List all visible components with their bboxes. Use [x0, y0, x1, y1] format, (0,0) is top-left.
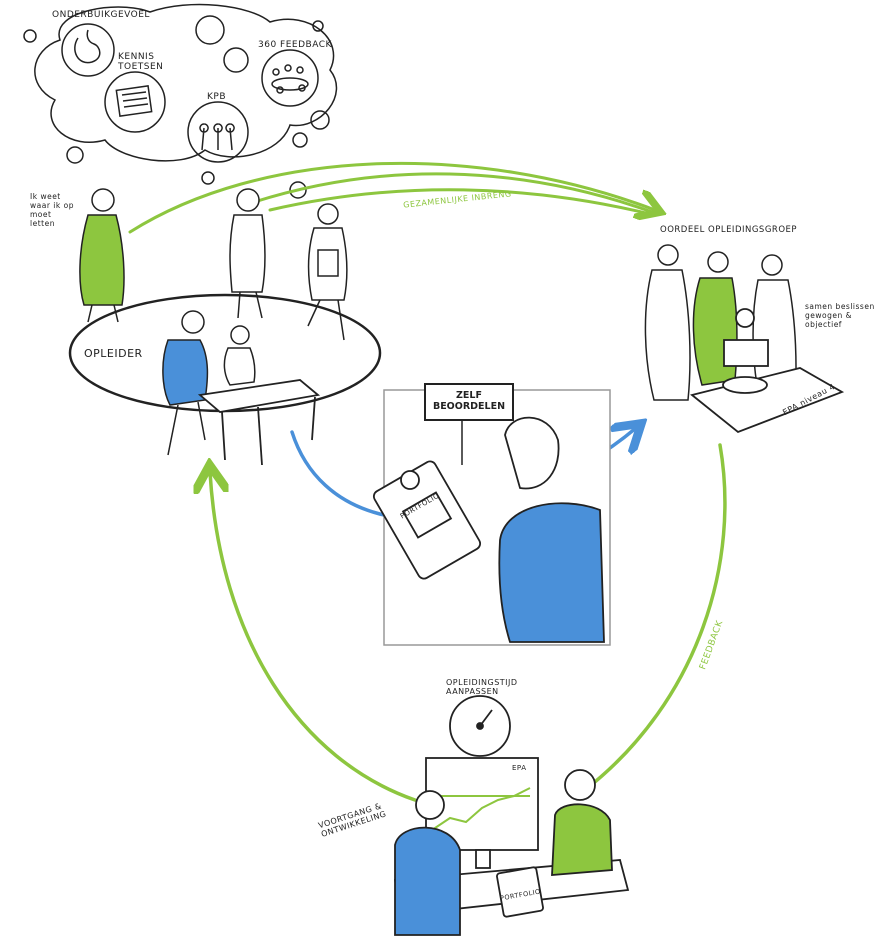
label-zelf-beoordelen: ZELF BEOORDELEN	[424, 383, 514, 421]
bottom-right-green-person	[552, 770, 612, 875]
label-kpb: KPB	[207, 92, 226, 102]
label-epa-monitor: EPA	[512, 764, 527, 772]
clock-icon	[450, 696, 510, 756]
label-oordeel-opleidingsgroep: OORDEEL OPLEIDINGSGROEP	[660, 226, 797, 236]
label-opleidingstijd-aanpassen: OPLEIDINGSTIJD AANPASSEN	[446, 678, 526, 696]
resident-green-figure	[80, 189, 124, 322]
label-kennistoetsen: KENNIS TOETSEN	[118, 52, 168, 73]
nurse-clipboard-figure	[308, 204, 347, 340]
label-360-feedback: 360 FEEDBACK	[258, 40, 332, 50]
seated-person-figure	[224, 326, 254, 385]
label-onderbuikgevoel: ONDERBUIKGEVOEL	[52, 10, 150, 20]
thought-cloud	[24, 5, 336, 198]
label-samen-beslissen: samen beslissen gewogen & objectief	[805, 302, 875, 329]
quote-ik-weet: Ik weet waar ik op moet letten	[30, 192, 76, 228]
opleider-blue-figure	[163, 311, 208, 455]
doctor-figure	[230, 189, 265, 318]
label-opleider: OPLEIDER	[84, 348, 143, 361]
